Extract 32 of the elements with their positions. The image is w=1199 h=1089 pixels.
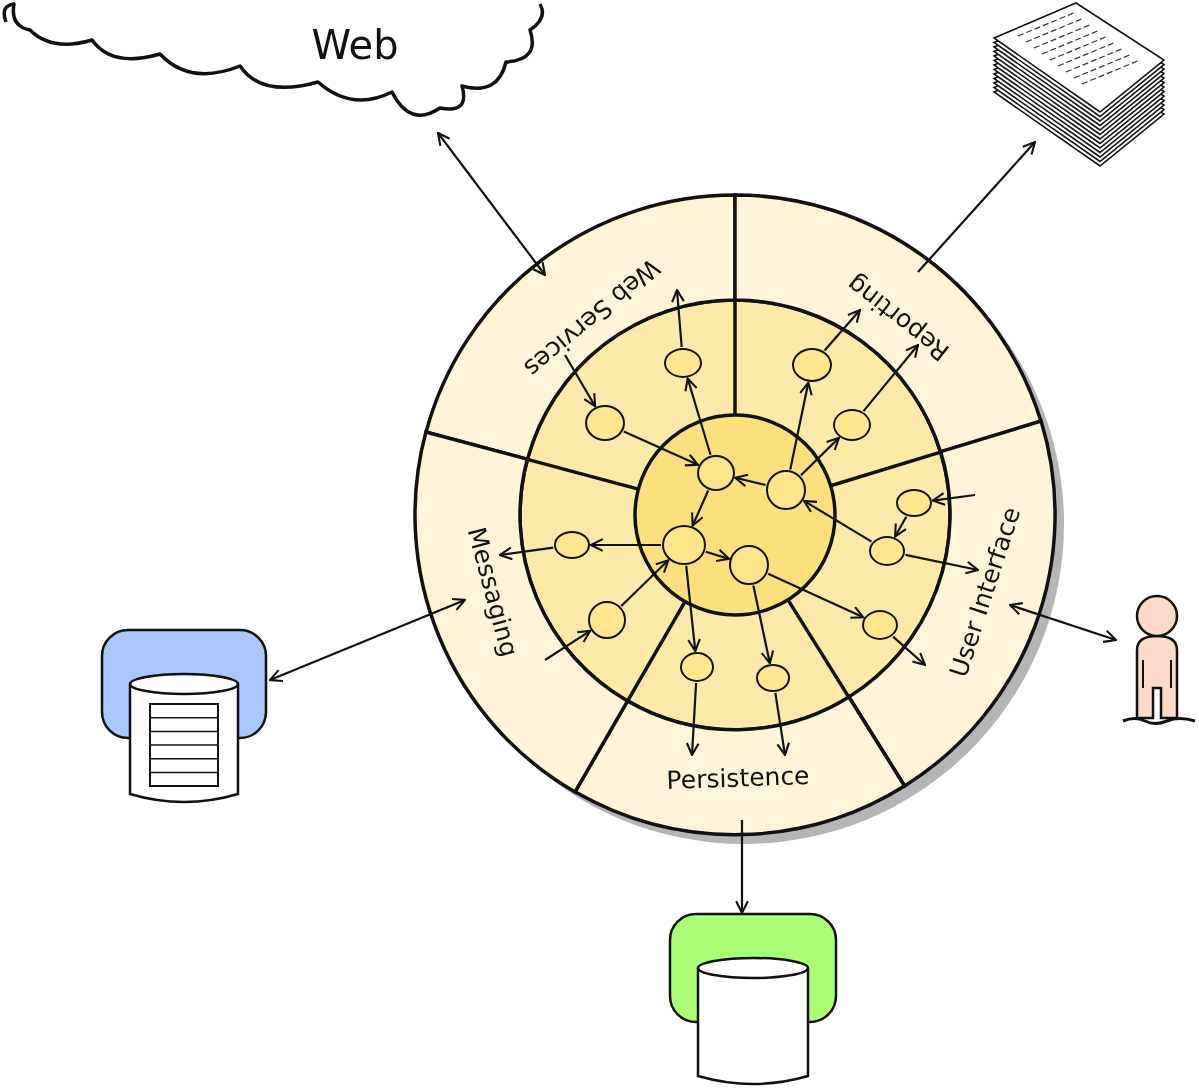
arrow <box>735 820 749 915</box>
arrow <box>564 354 597 408</box>
arrow <box>894 516 908 538</box>
arrow <box>684 377 712 456</box>
arrow <box>917 140 1037 273</box>
arrow <box>892 635 927 667</box>
arrow <box>823 308 862 352</box>
arrow <box>800 436 840 477</box>
arrow <box>734 473 766 488</box>
arrow <box>620 559 670 607</box>
arrow <box>268 598 467 682</box>
arrow <box>905 553 980 575</box>
arrow <box>685 682 700 757</box>
arrow <box>544 629 592 661</box>
arrow <box>691 490 710 527</box>
arrow <box>752 585 775 665</box>
arrow <box>862 343 920 412</box>
arrow <box>685 565 701 653</box>
cloud-label: Web <box>311 25 399 65</box>
arrow <box>671 288 685 348</box>
arrow <box>774 692 790 757</box>
arrow <box>623 430 699 467</box>
arrow <box>705 548 730 562</box>
arrow <box>931 492 976 506</box>
arrow <box>1008 602 1118 643</box>
arrow <box>498 546 554 561</box>
arrow <box>589 538 661 552</box>
arrow <box>767 572 865 619</box>
arrow <box>802 499 873 543</box>
arrow <box>436 131 547 277</box>
arrow <box>789 381 813 470</box>
sector-label: Persistence <box>666 763 810 793</box>
